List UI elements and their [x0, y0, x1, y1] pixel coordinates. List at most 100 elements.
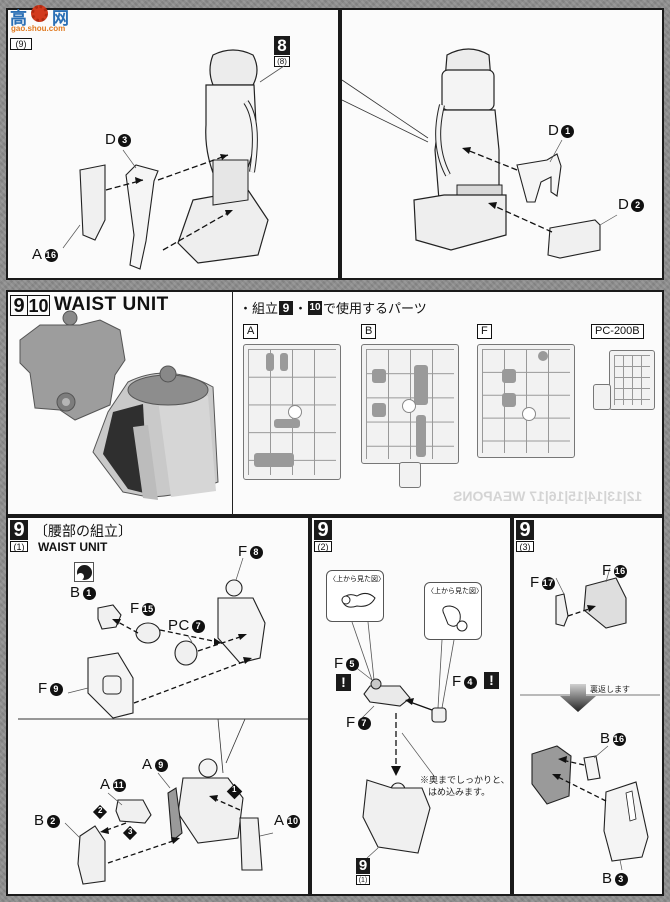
part-number: 16 [613, 565, 627, 578]
part-letter: A [100, 776, 111, 793]
part-letter: F [334, 655, 344, 672]
order-marker-2 [92, 804, 108, 820]
callout-caption: 〈上から見た図〉 [329, 576, 385, 583]
part-letter: D [105, 131, 117, 148]
substep-label: (2) [314, 541, 332, 552]
substep-label: (9) [10, 38, 32, 50]
heading-separator: ・ [294, 301, 308, 316]
order-marker-label-2: 2 [98, 806, 103, 815]
heading-step-b: 10 [308, 300, 323, 315]
warning-icon: ! [484, 672, 499, 689]
watermark-char-high: 高 [10, 9, 27, 28]
heading-prefix: ・組立 [239, 301, 279, 316]
runner-b [361, 344, 459, 464]
ghost-bleedthrough-text: 12|13|14|15|16|17 WEAPONS [453, 488, 643, 504]
part-letter: F [238, 543, 248, 560]
runner-tag-b: B [361, 324, 377, 339]
overview-title: WAIST UNIT [54, 294, 169, 315]
part-letter: F [452, 673, 462, 690]
rear-skirt-assembly-illustration [520, 567, 660, 871]
waist-joint-assembly-illustration [341, 592, 468, 859]
waist-unit-render [19, 310, 219, 500]
step-title-en: WAIST UNIT [38, 540, 108, 554]
insert-note-line1: ※奥までしっかりと、 [420, 775, 510, 785]
part-letter: A [142, 756, 153, 773]
runner-tag-a: A [243, 324, 259, 339]
parts-list-heading: ・組立 9 ・ 10 で使用するパーツ [239, 298, 427, 317]
step-badge: 9 [314, 520, 332, 540]
part-number: 9 [49, 683, 63, 696]
watermark-site: gao.shou.com [11, 24, 66, 33]
step-badge: 9 [10, 520, 28, 540]
site-watermark: 高 网 gao.shou.com [10, 4, 70, 34]
runner-a [243, 344, 341, 480]
callout-caption: 〈上から見た図〉 [427, 588, 483, 595]
part-letter: B [600, 730, 611, 747]
insert-note-line2: はめ込みます。 [428, 787, 491, 797]
ref-step-badge: 8 [274, 36, 290, 55]
part-number: 3 [118, 134, 132, 147]
step-number-9: 9 [10, 294, 28, 316]
runner-pc200b-tab [593, 384, 611, 410]
step-title-jp: 〔腰部の組立〕 [34, 523, 132, 539]
runner-b-tab [399, 462, 421, 488]
body-assembled-illustration [341, 48, 618, 259]
part-number: 16 [44, 249, 58, 262]
part-letter: F [602, 562, 612, 579]
part-number: 17 [541, 577, 555, 590]
runner-tag-f: F [477, 324, 492, 339]
overview-title-row: 9 10 WAIST UNIT [10, 294, 169, 316]
step-9-2-panel: 9 (2) 〈上から見た図〉 〈上から見た図〉 [310, 516, 512, 896]
order-marker-label-1: 1 [232, 785, 237, 794]
part-number: 1 [561, 125, 575, 138]
part-number: 2 [46, 815, 60, 828]
part-number: 15 [141, 603, 155, 616]
step-badge: 9 [516, 520, 534, 540]
part-number: 7 [191, 620, 205, 633]
runner-tag-pc200b: PC-200B [591, 324, 644, 339]
part-letter: B [602, 870, 613, 887]
part-letter: F [530, 574, 540, 591]
part-number: 2 [631, 199, 645, 212]
ref-substep-label: (8) [274, 56, 290, 67]
waist-frame-assembly-illustration [18, 557, 308, 885]
part-letter: B [70, 584, 81, 601]
part-number: 1 [82, 587, 96, 600]
part-letter: B [34, 812, 45, 829]
substep-label: (3) [516, 541, 534, 552]
step-9-1-panel: 9 (1) 〔腰部の組立〕 WAIST UNIT [6, 516, 310, 896]
part-letter: PC [168, 617, 190, 634]
ref-step-badge: 9 [356, 858, 370, 874]
ref-substep-label: (1) [356, 875, 370, 885]
part-number: 7 [357, 717, 371, 730]
part-number: 8 [249, 546, 263, 559]
part-letter: D [548, 122, 560, 139]
body-illustration [62, 49, 285, 270]
part-letter: F [346, 714, 356, 731]
runner-f [477, 344, 575, 458]
color-swatch-icon [74, 562, 94, 582]
parts-list-panel: ・組立 9 ・ 10 で使用するパーツ A B F PC-200B [232, 290, 664, 516]
part-number: 4 [463, 676, 477, 689]
part-number: 11 [112, 779, 126, 792]
substep-label: (1) [10, 541, 28, 552]
part-letter: A [32, 246, 43, 263]
part-number: 9 [154, 759, 168, 772]
order-marker-3 [122, 825, 138, 841]
